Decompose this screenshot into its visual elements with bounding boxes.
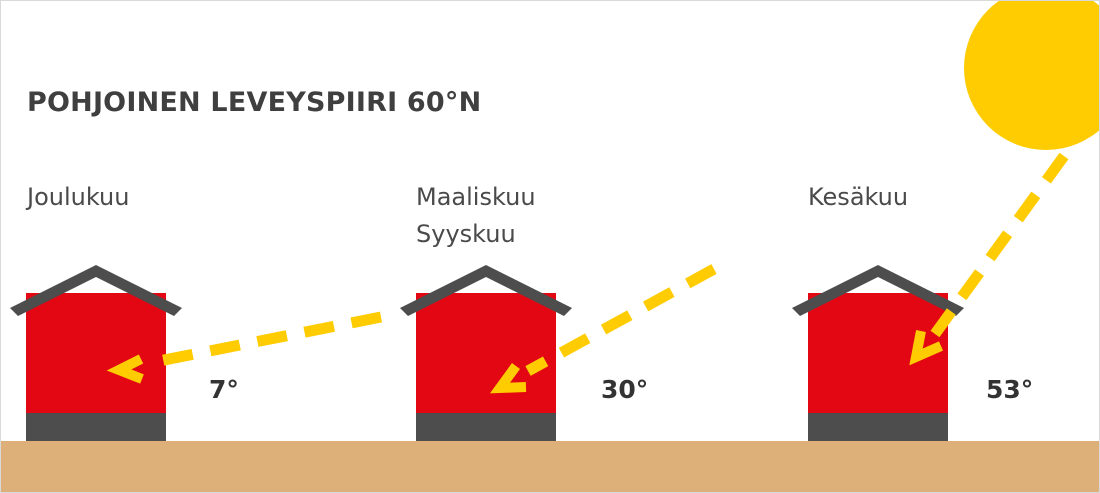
sun-icon	[964, 1, 1099, 150]
house-maaliskuu-syyskuu	[400, 265, 572, 441]
house-foundation	[26, 413, 166, 441]
angle-label-joulukuu: 7°	[209, 375, 239, 404]
house-foundation	[416, 413, 556, 441]
month-label: Joulukuu	[27, 183, 130, 211]
house-wall	[26, 293, 166, 413]
month-label: Maaliskuu	[416, 183, 536, 211]
ground	[1, 441, 1099, 492]
diagram-title: POHJOINEN LEVEYSPIIRI 60°N	[27, 87, 482, 118]
sun-ray-joulukuu	[147, 311, 383, 369]
house-joulukuu	[10, 265, 182, 441]
arrow-head-kesakuu	[909, 330, 944, 366]
house-kesakuu	[792, 265, 964, 441]
house-roof	[400, 265, 572, 316]
season-label-maaliskuu-syyskuu: Maaliskuu Syyskuu	[416, 179, 536, 253]
season-label-kesakuu: Kesäkuu	[808, 179, 908, 216]
angle-label-maaliskuu-syyskuu: 30°	[601, 375, 649, 404]
season-label-joulukuu: Joulukuu	[27, 179, 129, 216]
house-roof	[10, 265, 182, 316]
month-label: Kesäkuu	[808, 183, 909, 211]
sun-ray-maaliskuu-syyskuu	[525, 264, 717, 376]
arrow-head-joulukuu	[106, 354, 144, 384]
house-foundation	[808, 413, 948, 441]
arrow-head-maaliskuu-syyskuu	[489, 363, 527, 394]
house-wall	[416, 293, 556, 413]
angle-label-kesakuu: 53°	[986, 375, 1034, 404]
sun-ray-kesakuu	[930, 152, 1069, 338]
month-label: Syyskuu	[416, 220, 516, 248]
